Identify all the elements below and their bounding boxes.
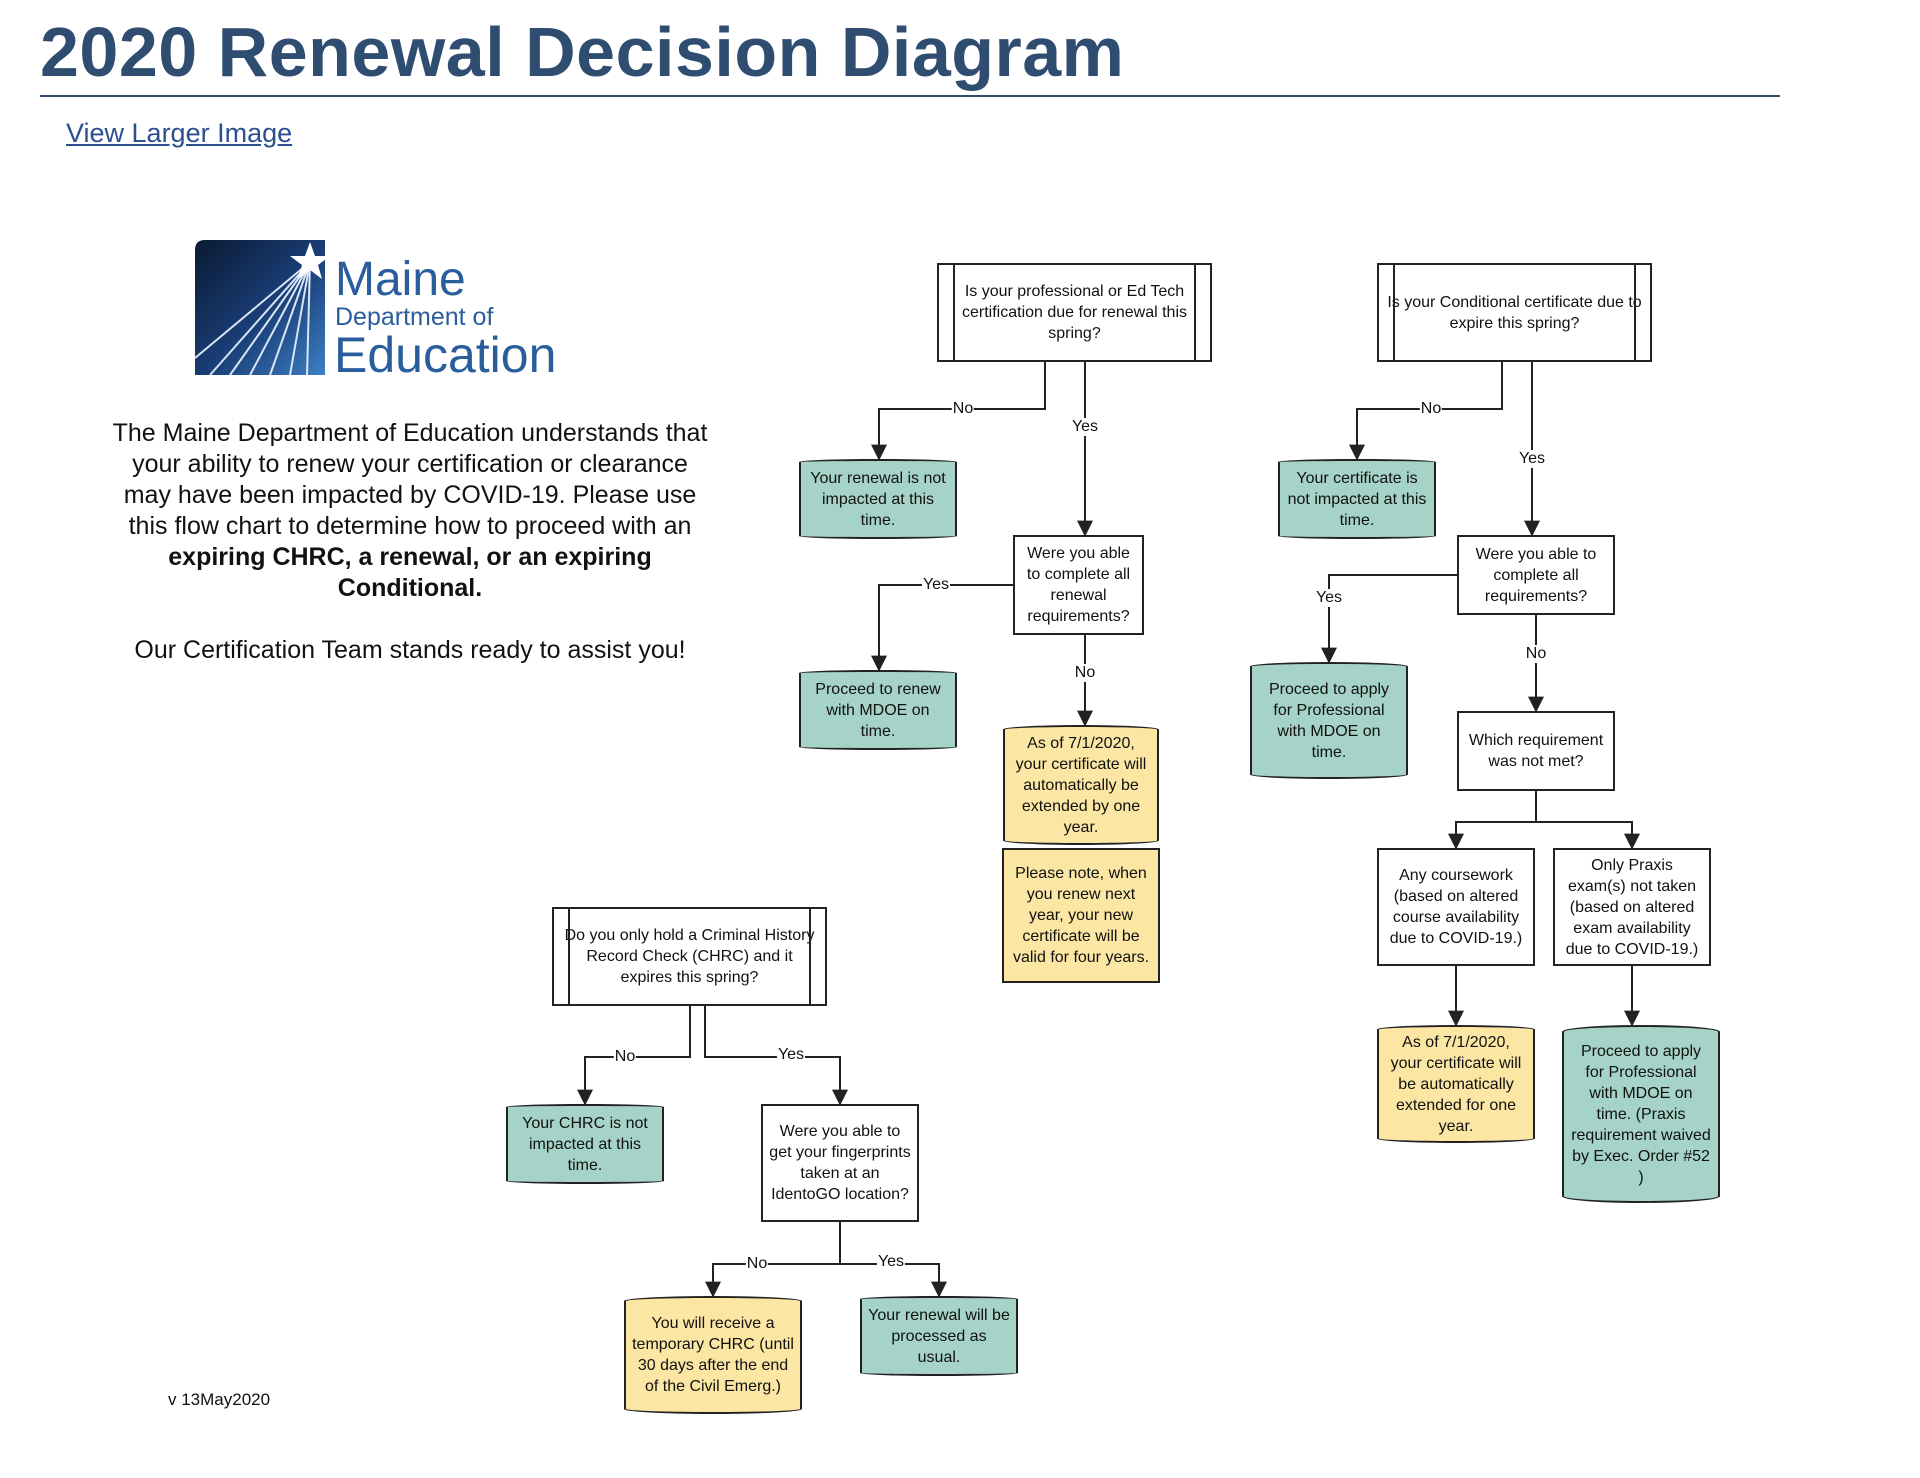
maine-doe-logo: Maine Department of Education: [194, 240, 595, 383]
view-larger-image-link[interactable]: View Larger Image: [66, 118, 293, 148]
logo-graphic: Maine Department of Education: [194, 240, 556, 383]
connector-3: [871, 584, 1018, 672]
node-chrc-not-impacted: Your CHRC is not impacted at this time.: [506, 1104, 664, 1184]
intro-text: The Maine Department of Education unders…: [110, 418, 710, 666]
node-note-four-years: Please note, when you renew next year, y…: [1002, 848, 1160, 983]
connector-13: [577, 1006, 691, 1106]
intro-bold-topics: expiring CHRC, a renewal, or an expiring…: [168, 543, 652, 602]
connector-7: [1321, 574, 1457, 664]
node-q-prof: Is your professional or Ed Tech certific…: [937, 263, 1212, 362]
title-divider: [40, 95, 1780, 97]
edge-label-yes: Yes: [776, 1046, 806, 1064]
connector-15: [705, 1222, 841, 1298]
node-renew-not-impacted: Your renewal is not impacted at this tim…: [799, 459, 957, 539]
node-only-praxis: Only Praxis exam(s) not taken (based on …: [1553, 848, 1711, 966]
edge-label-yes: Yes: [921, 576, 951, 594]
edge-label-no: No: [1524, 645, 1548, 663]
node-q-which-req: Which requirement was not met?: [1457, 711, 1615, 791]
intro-assist-note: Our Certification Team stands ready to a…: [134, 636, 686, 664]
edge-label-no: No: [1419, 400, 1443, 418]
edge-label-no: No: [613, 1048, 637, 1066]
connector-10: [1535, 791, 1640, 850]
node-proceed-professional: Proceed to apply for Professional with M…: [1250, 662, 1408, 779]
edge-label-yes: Yes: [876, 1253, 906, 1271]
page-title: 2020 Renewal Decision Diagram: [40, 13, 1125, 91]
edge-label-no: No: [745, 1255, 769, 1273]
node-proceed-praxis-waived: Proceed to apply for Professional with M…: [1562, 1025, 1720, 1203]
logo-line-education: Education: [334, 327, 556, 380]
node-q-complete-all: Were you able to complete all requiremen…: [1457, 535, 1615, 615]
connector-14: [704, 1006, 848, 1106]
edge-label-yes: Yes: [1070, 418, 1100, 436]
node-temp-chrc: You will receive a temporary CHRC (until…: [624, 1296, 802, 1414]
connector-9: [1448, 791, 1537, 850]
edge-label-no: No: [1073, 664, 1097, 682]
node-extended-one-year: As of 7/1/2020, your certificate will au…: [1003, 725, 1159, 845]
node-cond-extended: As of 7/1/2020, your certificate will be…: [1377, 1025, 1535, 1143]
intro-paragraph: The Maine Department of Education unders…: [112, 419, 708, 540]
node-q-fingerprints: Were you able to get your fingerprints t…: [761, 1104, 919, 1222]
node-proceed-renew: Proceed to renew with MDOE on time.: [799, 670, 957, 750]
logo-line-department: Department of: [335, 303, 493, 331]
edge-label-no: No: [951, 400, 975, 418]
node-q-complete-renewal: Were you able to complete all renewal re…: [1013, 535, 1144, 635]
edge-label-yes: Yes: [1314, 589, 1344, 607]
node-q-conditional: Is your Conditional certificate due to e…: [1377, 263, 1652, 362]
edge-label-yes: Yes: [1517, 450, 1547, 468]
node-cert-not-impacted: Your certificate is not impacted at this…: [1278, 459, 1436, 539]
version-label: v 13May2020: [168, 1390, 271, 1409]
node-q-chrc: Do you only hold a Criminal History Reco…: [552, 907, 827, 1006]
logo-line-maine: Maine: [335, 253, 466, 306]
node-renewal-processed: Your renewal will be processed as usual.: [860, 1296, 1018, 1376]
node-any-coursework: Any coursework (based on altered course …: [1377, 848, 1535, 966]
